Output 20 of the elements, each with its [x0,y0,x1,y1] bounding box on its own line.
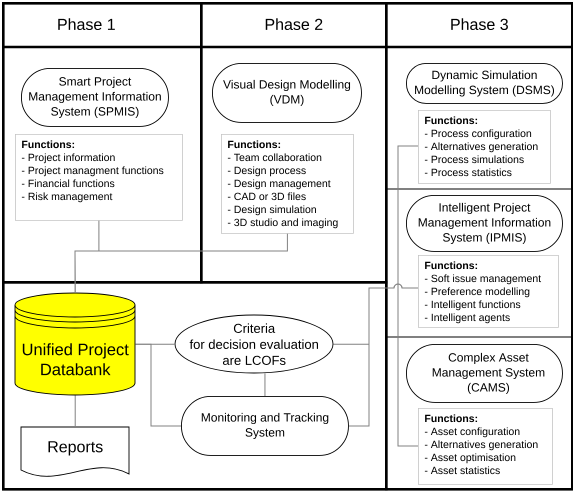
connector-line [134,344,182,426]
system-pill: Monitoring and Tracking System [181,396,349,456]
database-cylinder: Unified Project Databank [14,292,136,396]
system-pill: Visual Design Modelling (VDM) [212,63,362,123]
system-pill: Intelligent Project Management Information System (IPMIS) [406,195,563,252]
system-pill: Complex Asset Management System (CAMS) [406,344,563,403]
system-pill: Dynamic Simulation Modelling System (DSMS) [406,63,563,104]
function-list-box: Functions: - Asset configuration - Alternatives generation - Asset optimisation - Asset statistics [418,408,553,485]
function-list-box: Functions: - Soft issue management - Preference modelling - Intelligent functions - Intelligent agents [418,255,559,328]
function-list-box: Functions: - Process configuration - Alternatives generation - Process simulations - Process statistics [418,110,551,184]
function-list-box: Functions: - Project information - Project managment functions - Financial functions - Risk management [15,134,183,221]
panel-frame [2,281,388,491]
connector-line [74,394,76,428]
function-list-box: Functions: - Team collaboration - Design process - Design management - CAD or 3D files - Design simulation - 3D studio and imaging [221,134,354,234]
ellipse-node: Criteria for decision evaluation are LCOFs [174,314,334,374]
connector-line [348,284,418,426]
system-pill: Smart Project Management Information System (SPMIS) [21,68,169,127]
connector-line [74,233,288,294]
connector-line [264,372,266,396]
connector-line [398,146,418,446]
